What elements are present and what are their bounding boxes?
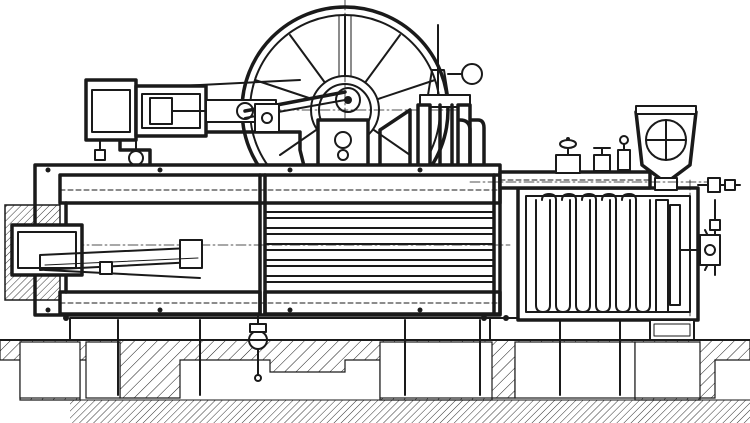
shell-bolts	[45, 167, 509, 321]
top-pipework	[469, 135, 741, 276]
furnace-door	[4, 204, 203, 301]
foundation	[0, 317, 750, 423]
drain-valve	[247, 314, 269, 382]
coil-chamber	[516, 179, 716, 341]
coil-loops	[535, 193, 651, 313]
boiler-shell	[19, 163, 511, 317]
stack	[634, 105, 698, 191]
